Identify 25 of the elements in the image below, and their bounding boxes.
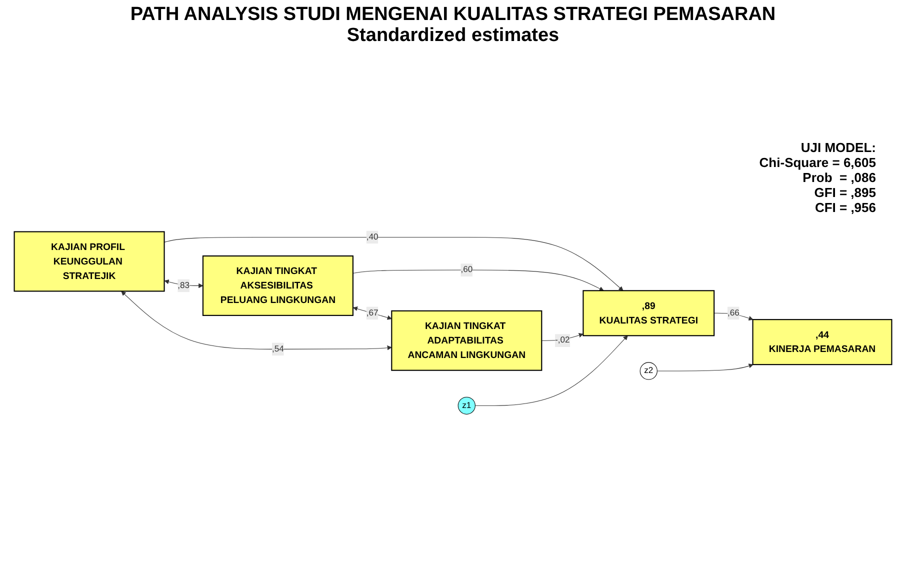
edge-label: ,54 bbox=[272, 344, 284, 354]
model-fit-note: Prob = ,086 bbox=[802, 170, 876, 185]
edge-label: -,02 bbox=[555, 336, 570, 345]
node-circle: z1 bbox=[458, 396, 476, 414]
model-fit-note: CFI = ,956 bbox=[814, 200, 876, 215]
node-box: KAJIAN PROFIL KEUNGGULAN STRATEJIK bbox=[14, 231, 165, 292]
edge-label: ,60 bbox=[460, 265, 473, 274]
arrow bbox=[656, 364, 754, 372]
diagram-title: PATH ANALYSIS STUDI MENGENAI KUALITAS STRATEGI PEMASARAN Standardized estimates bbox=[129, 4, 777, 46]
edge-label: ,67 bbox=[366, 308, 378, 318]
model-fit-note: Chi-Square = 6,605 bbox=[759, 155, 876, 170]
model-fit-note: UJI MODEL: bbox=[800, 140, 876, 155]
node-box: KAJIAN TINGKAT ADAPTABILITAS ANCAMAN LINGKUNGAN bbox=[391, 310, 542, 371]
arrow bbox=[121, 291, 392, 350]
node-box: KAJIAN TINGKAT AKSESIBILITAS PELUANG LINGKUNGAN bbox=[202, 255, 354, 316]
node-box: ,44 KINERJA PEMASARAN bbox=[752, 319, 892, 366]
model-fit-note: GFI = ,895 bbox=[813, 185, 876, 200]
edge-label: ,66 bbox=[727, 308, 740, 318]
node-box: ,89 KUALITAS STRATEGI bbox=[582, 290, 715, 336]
edge-label: ,83 bbox=[178, 280, 190, 290]
arrow bbox=[352, 306, 392, 320]
arrow bbox=[474, 335, 628, 406]
edge-label: ,40 bbox=[366, 232, 378, 242]
node-circle: z2 bbox=[640, 362, 658, 380]
arrow bbox=[352, 270, 604, 291]
